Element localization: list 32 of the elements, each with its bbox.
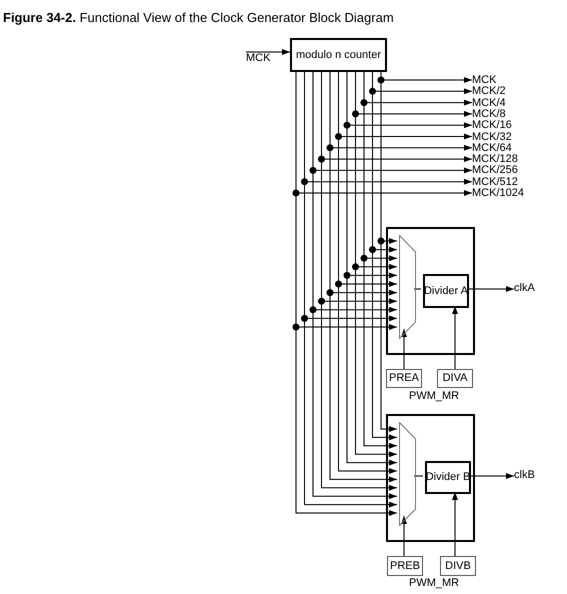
signal-label: MCK/512 [472,176,532,188]
signal-label: MCK/64 [472,142,532,154]
signal-label: clkA [514,282,544,296]
counter-box: modulo n counter [290,38,387,72]
signal-label: MCK/4 [472,96,532,109]
signal-label: MCK/2 [472,85,532,98]
signal-label: MCK [472,74,532,86]
arrow [452,492,458,556]
register-field-box: DIVA [437,369,473,388]
signal-label: MCK/16 [472,119,532,132]
signal-label: clkB [514,469,544,483]
register-label: PWM_MR [409,577,460,589]
figure-title: Figure 34-2. Functional View of the Clock Generator Block Diagram [3,9,394,27]
signal-label: MCK [246,52,278,66]
signal-label: MCK/256 [472,164,532,176]
arrow [452,306,458,370]
arrow [246,49,290,55]
arrow [401,328,407,370]
register-field-box: PREA [386,369,422,388]
multiplexer-symbol [399,235,416,339]
multiplexer-symbol [399,422,416,526]
signal-label: MCK/8 [472,108,532,120]
signal-label: MCK/32 [472,130,532,142]
connector-line [414,288,422,290]
register-label: PWM_MR [409,390,460,402]
block-frame [386,414,475,542]
block-frame [386,227,475,355]
register-field-box: DIVB [440,556,476,576]
register-field-box: PREB [387,556,423,576]
signal-label: MCK/128 [472,153,532,166]
arrow [401,516,407,556]
signal-label: MCK/1024 [472,187,532,199]
